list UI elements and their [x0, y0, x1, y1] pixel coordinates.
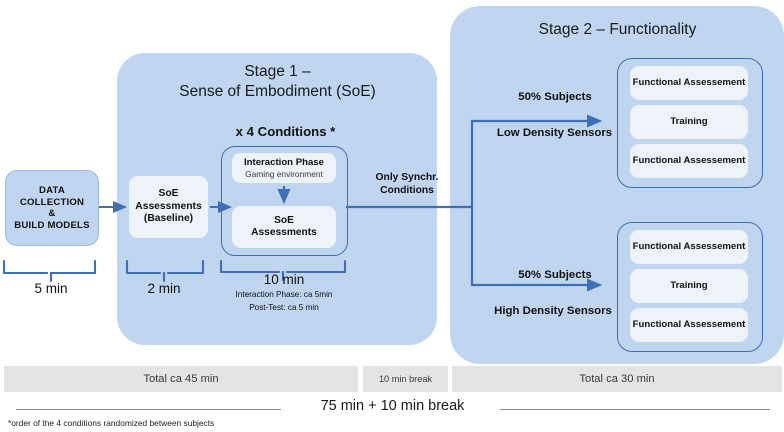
branch-low-item-2-label: Training	[670, 116, 708, 128]
branch-low-percent-label: 50% Subjects	[518, 91, 592, 103]
soe-assessments-line2: Assessments	[251, 227, 317, 238]
soe-baseline-line1: SoE	[158, 188, 179, 200]
branch-low-item-1-label: Functional Assessement	[632, 77, 746, 89]
grand-total-rules	[0, 398, 784, 420]
duration-data-collection: 5 min	[34, 281, 68, 296]
data-collection-box: DATA COLLECTION & BUILD MODELS	[5, 170, 99, 246]
branch-high-item-1: Functional Assessement	[630, 230, 748, 264]
timeline-bar-stage2: Total ca 30 min	[452, 366, 782, 392]
branch-low-item-3: Functional Assessement	[630, 144, 748, 178]
data-collection-line3: &	[48, 208, 56, 219]
branch-high-item-3: Functional Assessement	[630, 308, 748, 342]
conditions-label: x 4 Conditions *	[235, 124, 336, 139]
only-synchr-line1: Only Synchr.	[375, 172, 439, 183]
stage2-title: Stage 2 – Functionality	[538, 21, 697, 38]
branch-high-item-2: Training	[630, 269, 748, 303]
soe-assessments-box: SoE Assessments	[232, 206, 336, 248]
duration-conditions-value: 10 min	[263, 272, 305, 287]
duration-conditions-note2: Post-Test: ca 5 min	[249, 303, 319, 313]
branch-high-item-3-label: Functional Assessement	[632, 319, 746, 331]
timeline-bar-break: 10 min break	[363, 366, 448, 392]
data-collection-line4: BUILD MODELS	[14, 219, 90, 231]
soe-baseline-line2: Assessments	[135, 200, 202, 212]
soe-baseline-box: SoE Assessments (Baseline)	[129, 176, 208, 238]
only-synchr-conditions-label: Only Synchr. Conditions	[362, 172, 452, 198]
duration-baseline: 2 min	[147, 281, 181, 296]
duration-conditions-note1: Interaction Phase: ca 5min	[235, 290, 333, 299]
branch-low-item-2: Training	[630, 105, 748, 139]
branch-high-group-border	[617, 222, 763, 352]
duration-conditions: 10 min Interaction Phase: ca 5min Post-T…	[221, 272, 347, 313]
branch-high-percent-label: 50% Subjects	[518, 269, 592, 281]
only-synchr-line2: Conditions	[380, 184, 434, 196]
branch-high-sensor-label: High Density Sensors	[494, 305, 612, 317]
interaction-phase-subtitle: Gaming environment	[245, 169, 323, 180]
footnote: *order of the 4 conditions randomized be…	[8, 418, 215, 428]
data-collection-line2: COLLECTION	[19, 196, 85, 208]
soe-baseline-line3: (Baseline)	[143, 213, 194, 225]
stage1-title-line1: Stage 1 –	[244, 63, 311, 80]
branch-low-sensor-label: Low Density Sensors	[496, 127, 613, 139]
interaction-phase-title: Interaction Phase	[244, 156, 324, 168]
branch-high-item-2-label: Training	[670, 280, 708, 292]
timeline-bar-stage1: Total ca 45 min	[4, 366, 358, 392]
branch-high-item-1-label: Functional Assessement	[632, 241, 746, 253]
data-collection-line1: DATA	[38, 185, 65, 196]
soe-assessments-line1: SoE	[274, 214, 294, 226]
branch-low-item-3-label: Functional Assessement	[632, 155, 746, 167]
stage1-title-line2: Sense of Embodiment (SoE)	[179, 82, 376, 100]
branch-low-item-1: Functional Assessement	[630, 66, 748, 100]
grand-total-label: 75 min + 10 min break	[320, 398, 465, 414]
stage1-title: Stage 1 – Sense of Embodiment (SoE)	[130, 62, 425, 102]
brace-5min	[2, 259, 97, 279]
grand-total-rule-left	[16, 409, 281, 410]
branch-low-group-border	[617, 58, 763, 188]
grand-total-rule-right	[500, 409, 770, 410]
interaction-phase-box: Interaction Phase Gaming environment	[232, 153, 336, 183]
